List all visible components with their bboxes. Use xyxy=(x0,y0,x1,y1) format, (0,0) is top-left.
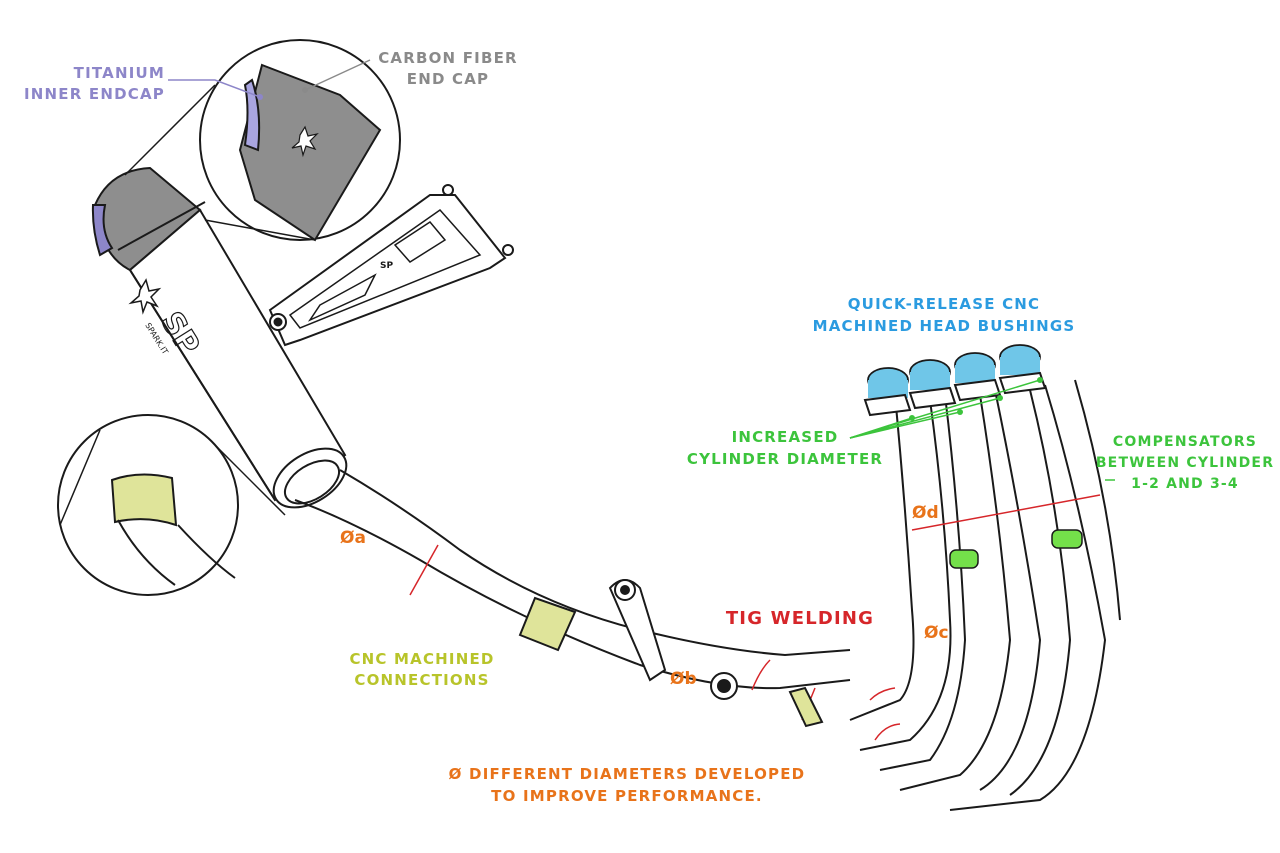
head-bushings xyxy=(867,344,1041,398)
titanium-label-2: INNER ENDCAP xyxy=(24,85,165,103)
diameter-d-label: Ød xyxy=(912,503,939,523)
svg-text:SP: SP xyxy=(380,261,393,271)
cnc-label-1: CNC MACHINED xyxy=(349,650,494,668)
diameter-c-label: Øc xyxy=(924,623,949,643)
titanium-label-1: TITANIUM xyxy=(74,64,165,82)
bushings-label-1: QUICK-RELEASE CNC xyxy=(848,295,1041,313)
cnc-label-2: CONNECTIONS xyxy=(354,671,489,689)
carbon-label-1: CARBON FIBER xyxy=(378,49,518,67)
compensators-label-1: COMPENSATORS xyxy=(1113,434,1257,450)
callout-labels: TITANIUM INNER ENDCAP CARBON FIBER END C… xyxy=(24,49,1274,805)
link-pipe-illustration xyxy=(294,469,851,728)
compensators-label-3: 1-2 AND 3-4 xyxy=(1131,476,1239,492)
diameters-label-2: TO IMPROVE PERFORMANCE. xyxy=(491,787,763,805)
bracket-illustration: SP xyxy=(268,184,514,347)
tig-welding-label: TIG WELDING xyxy=(726,608,874,629)
carbon-label-2: END CAP xyxy=(407,70,490,88)
detail-magnifier-icon xyxy=(57,39,401,596)
diameters-label-1: Ø DIFFERENT DIAMETERS DEVELOPED xyxy=(449,765,806,783)
diameter-a-label: Øa xyxy=(340,528,366,548)
header-pipes-illustration xyxy=(849,344,1121,811)
diameter-b-label: Øb xyxy=(670,669,697,689)
muffler-illustration: SP SPARK.IT xyxy=(91,166,348,509)
leader-lines xyxy=(168,59,1115,481)
compensators-label-2: BETWEEN CYLINDER xyxy=(1096,455,1274,471)
bushings-label-2: MACHINED HEAD BUSHINGS xyxy=(813,317,1076,335)
cylinder-label-1: INCREASED xyxy=(732,428,839,446)
cylinder-label-2: CYLINDER DIAMETER xyxy=(687,450,883,468)
